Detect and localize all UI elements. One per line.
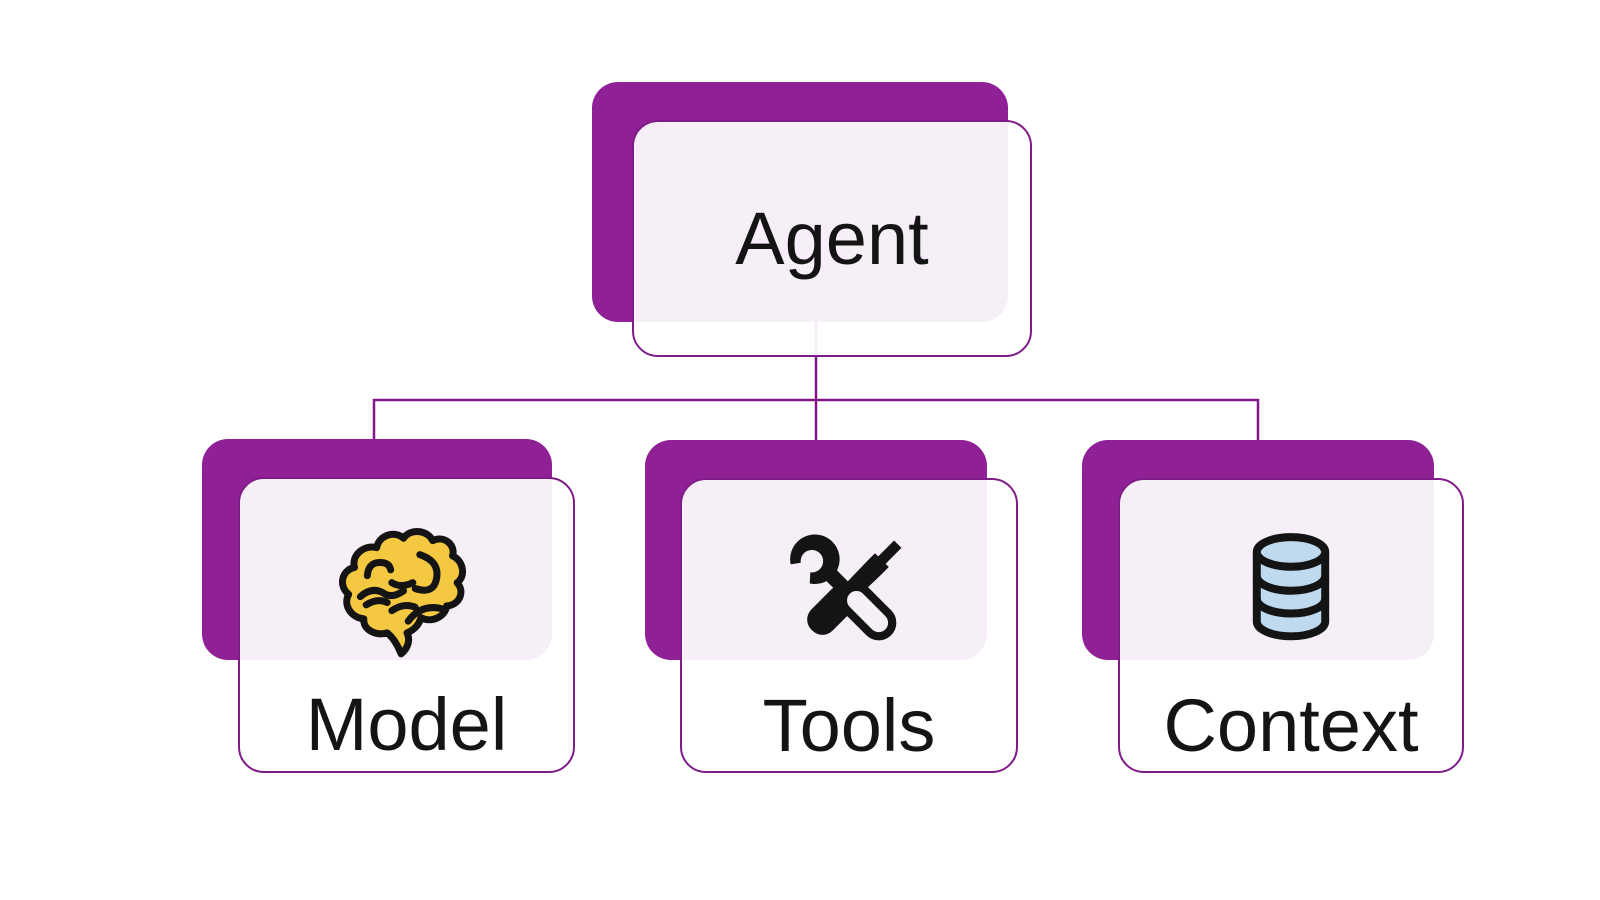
context-label-zone: Context xyxy=(1120,684,1462,771)
tools-icon-zone xyxy=(682,480,1016,684)
agent-node: Agent xyxy=(632,120,1032,357)
agent-label: Agent xyxy=(735,196,929,280)
wrench-shape xyxy=(790,534,897,641)
tools-label-zone: Tools xyxy=(682,684,1016,771)
model-icon-zone xyxy=(240,479,573,683)
model-label: Model xyxy=(305,683,508,766)
context-icon-zone xyxy=(1120,480,1462,684)
database-icon xyxy=(1252,533,1330,641)
tools-label: Tools xyxy=(762,683,936,767)
tools-node: Tools xyxy=(680,478,1018,773)
model-node: Model xyxy=(238,477,575,773)
brain-icon xyxy=(338,528,466,658)
tools-icon xyxy=(790,534,902,641)
model-label-zone: Model xyxy=(240,683,573,771)
context-node: Context xyxy=(1118,478,1464,773)
context-label: Context xyxy=(1163,683,1419,767)
